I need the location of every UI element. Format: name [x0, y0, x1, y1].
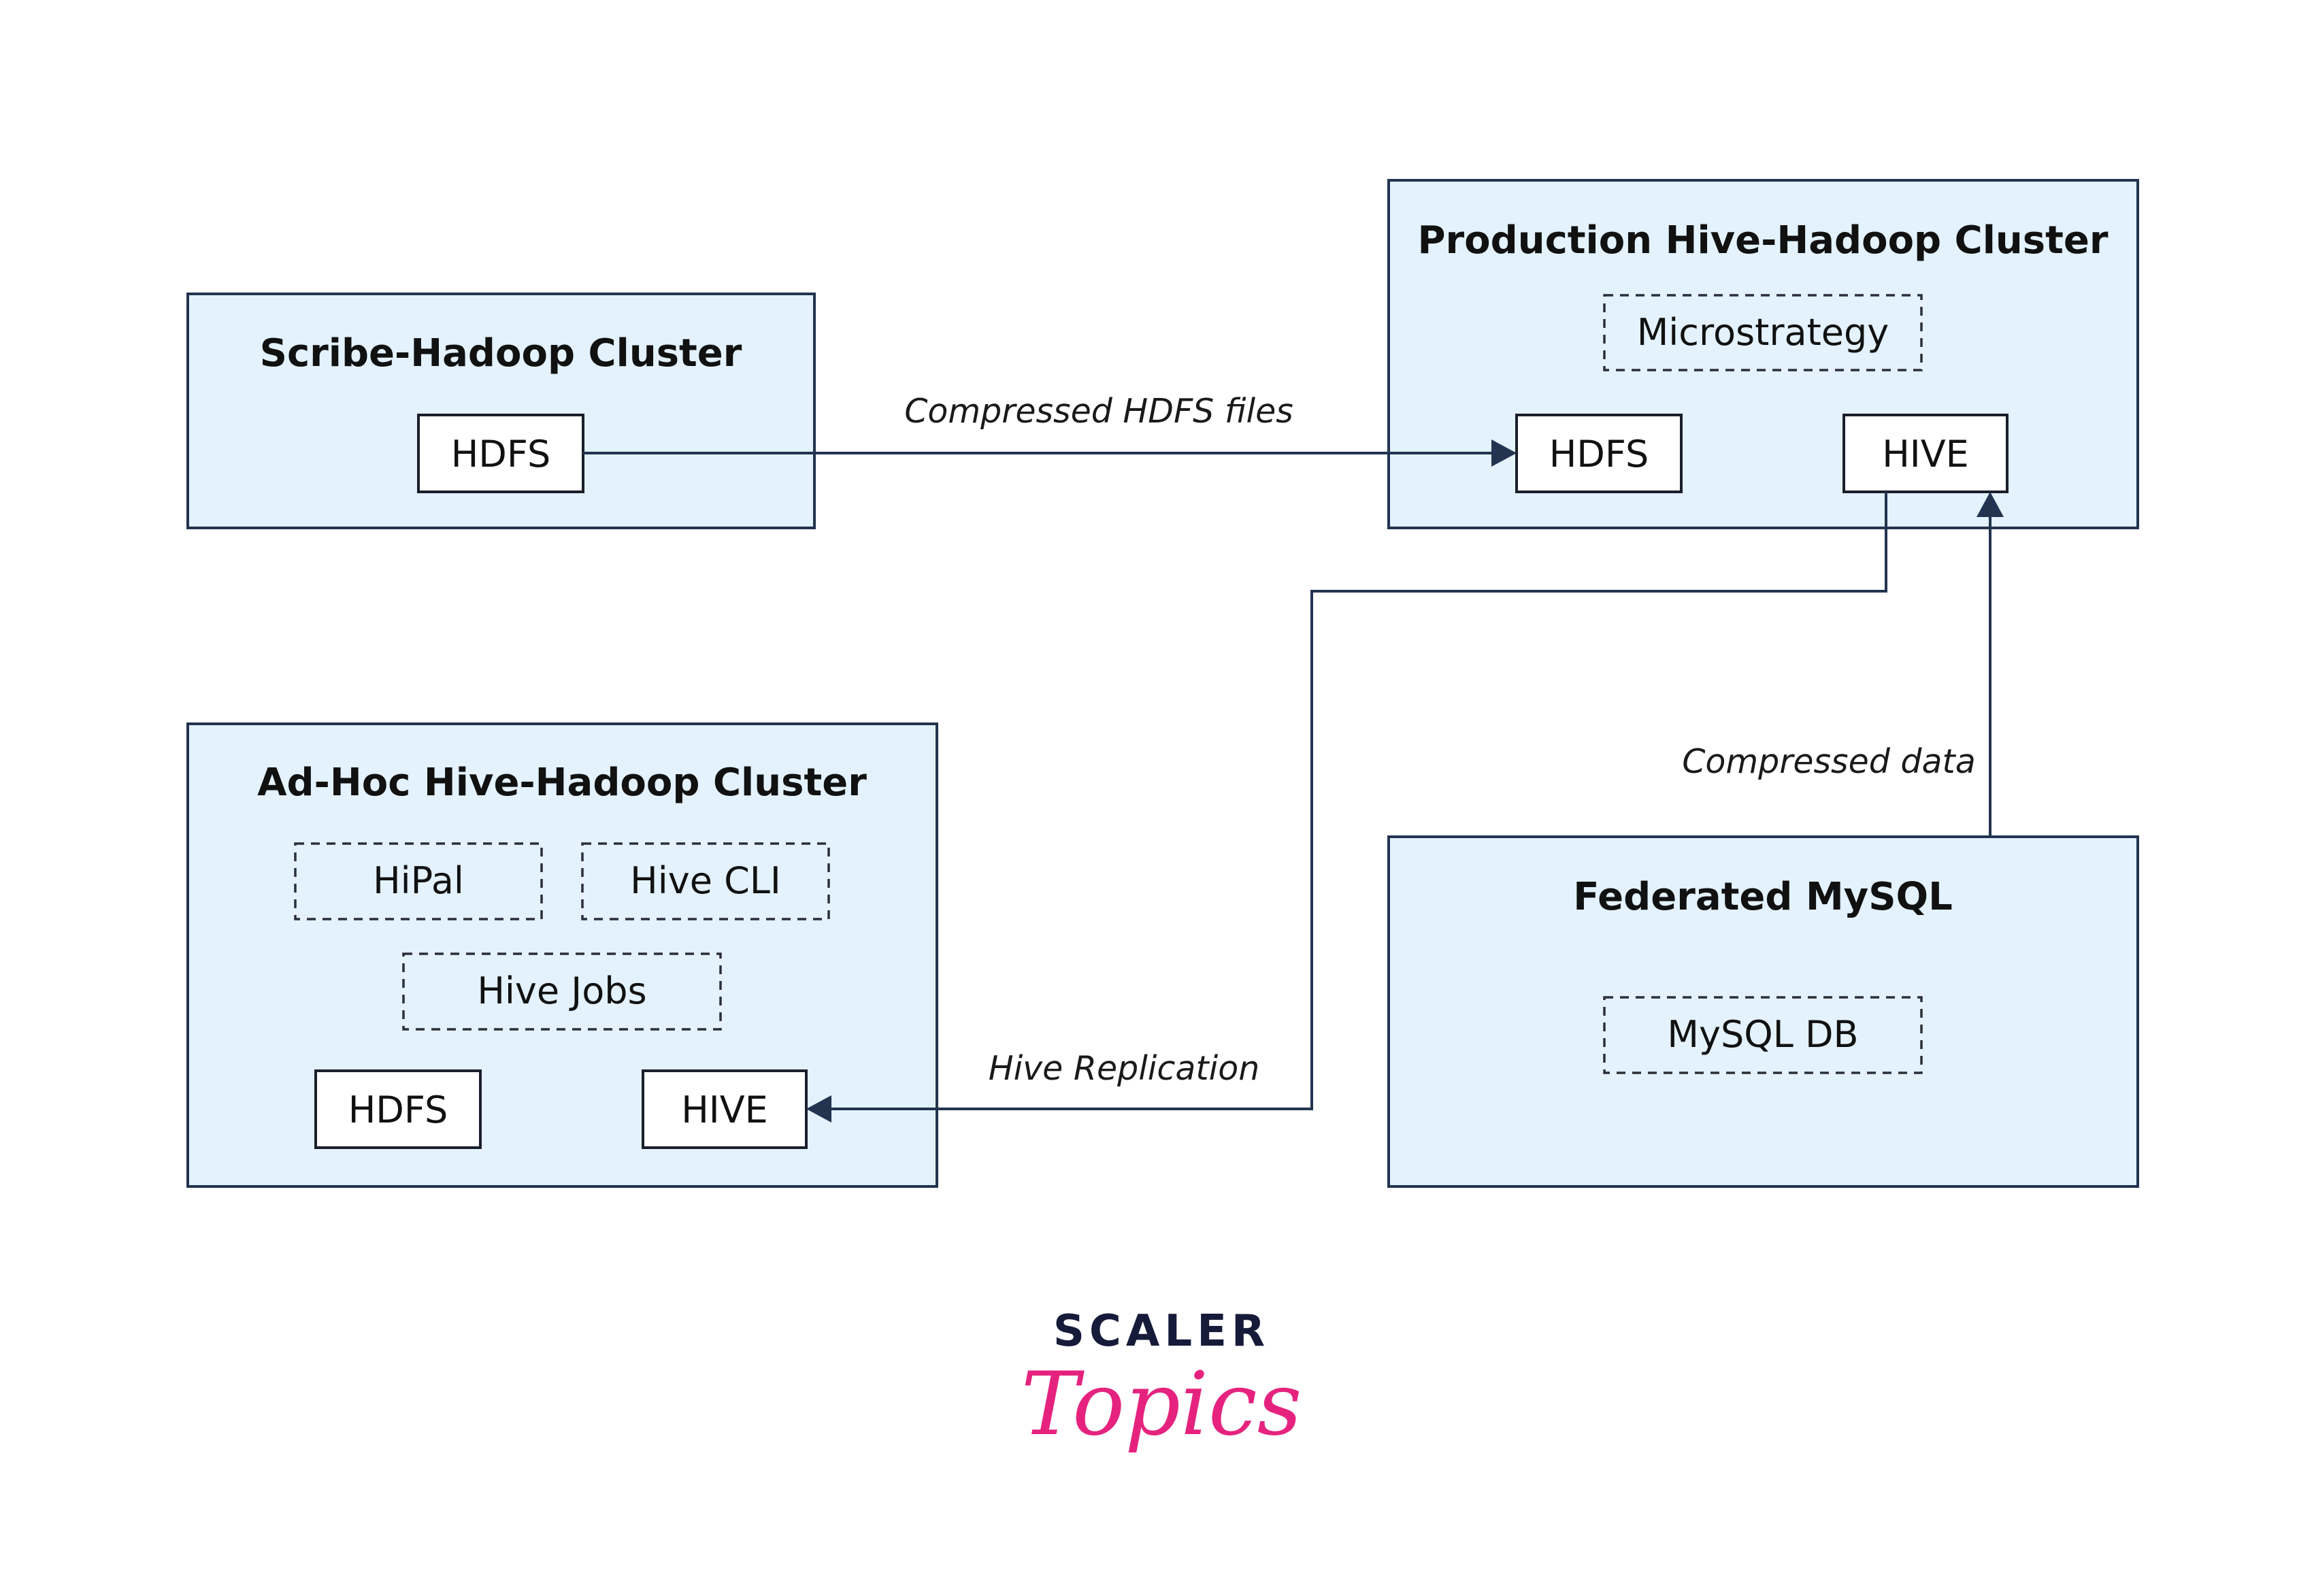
mysql-db-label: MySQL DB: [1667, 1013, 1858, 1056]
compressed-hdfs-files-arrowhead: [1491, 439, 1517, 467]
hive-replication-label: Hive Replication: [989, 1049, 1260, 1088]
microstrategy-box: [1603, 294, 1923, 371]
hive-jobs-label: Hive Jobs: [477, 969, 646, 1012]
adhoc-hive-label: HIVE: [681, 1088, 768, 1131]
edge-compressed-hdfs-files: Compressed HDFS files: [583, 392, 1517, 467]
hive-replication-arrowhead: [806, 1095, 831, 1123]
federated-cluster-title: Federated MySQL: [1573, 875, 1953, 919]
production-hive-box: [1842, 414, 2009, 493]
adhoc-hive-box: [642, 1069, 808, 1149]
production-hive-label: HIVE: [1882, 433, 1969, 476]
scribe-hadoop-cluster: Scribe-Hadoop Cluster HDFS: [186, 293, 816, 529]
hive-cli-box: [581, 842, 830, 920]
mysql-db-box: [1603, 996, 1923, 1074]
edge-hive-replication: Hive Replication: [806, 492, 1887, 1123]
production-cluster-title: Production Hive-Hadoop Cluster: [1418, 218, 2109, 263]
adhoc-hdfs-label: HDFS: [348, 1088, 448, 1131]
production-hive-hadoop-cluster: Production Hive-Hadoop Cluster Microstra…: [1387, 179, 2139, 529]
microstrategy-label: Microstrategy: [1637, 311, 1889, 354]
compressed-data-label: Compressed data: [1682, 742, 1976, 781]
scaler-topics-logo: SCALER Topics: [1021, 1306, 1302, 1455]
compressed-hdfs-files-label: Compressed HDFS files: [904, 392, 1293, 431]
hive-cli-label: Hive CLI: [630, 859, 781, 902]
scribe-cluster-title: Scribe-Hadoop Cluster: [260, 331, 742, 376]
hive-jobs-box: [402, 952, 722, 1031]
logo-topics-text: Topics: [1021, 1354, 1302, 1455]
edge-compressed-data: Compressed data: [1682, 492, 2004, 837]
production-hdfs-label: HDFS: [1549, 433, 1649, 476]
compressed-data-arrowhead: [1977, 492, 2004, 517]
adhoc-hdfs-box: [314, 1069, 482, 1149]
production-cluster-frame: [1387, 179, 2139, 529]
adhoc-cluster-title: Ad-Hoc Hive-Hadoop Cluster: [257, 761, 867, 805]
logo-scaler-text: SCALER: [1053, 1306, 1270, 1357]
hive-replication-line: [831, 492, 1887, 1110]
scribe-hdfs-box: [417, 414, 584, 493]
hipal-box: [294, 842, 543, 920]
federated-mysql-cluster: Federated MySQL MySQL DB: [1387, 835, 2139, 1188]
federated-cluster-frame: [1387, 835, 2139, 1188]
hipal-label: HiPal: [373, 859, 464, 902]
production-hdfs-box: [1515, 414, 1683, 493]
scribe-hdfs-label: HDFS: [451, 433, 551, 476]
